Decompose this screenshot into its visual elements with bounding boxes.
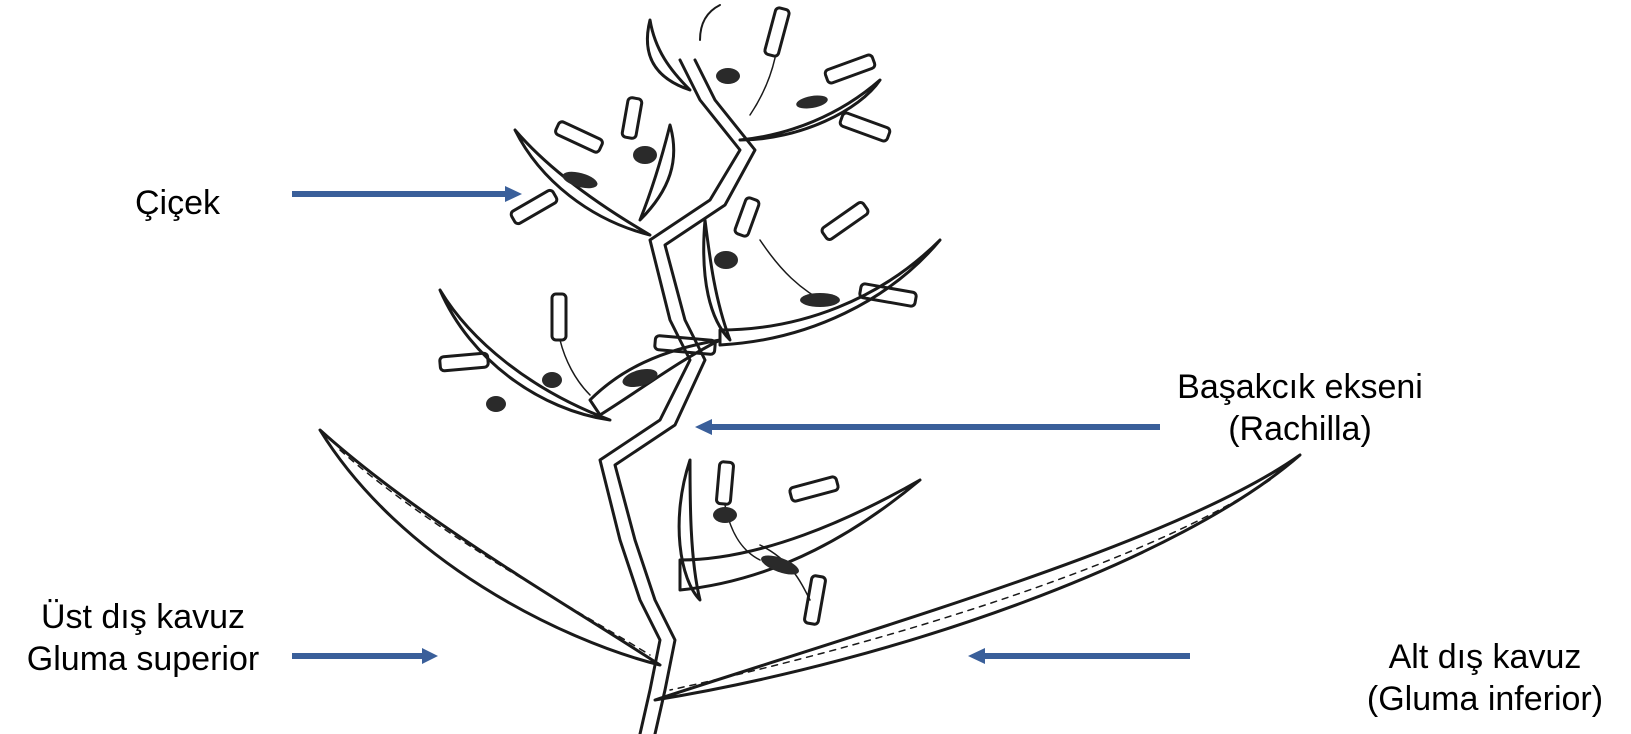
label-upper-glume: Üst dış kavuz Gluma superior [8,598,278,678]
arrow-right-icon [292,186,522,202]
label-lower-glume: Alt dış kavuz (Gluma inferior) [1350,638,1620,718]
label-rachilla-line1: Başakcık ekseni [1150,368,1450,406]
arrow-left-icon [968,648,1190,664]
label-lower-glume-line1: Alt dış kavuz [1350,638,1620,676]
label-rachilla: Başakcık ekseni (Rachilla) [1150,368,1450,448]
label-upper-glume-line1: Üst dış kavuz [8,598,278,636]
label-rachilla-line2: (Rachilla) [1150,410,1450,448]
label-flower: Çiçek [135,184,220,222]
arrow-left-icon [695,419,1160,435]
label-upper-glume-line2: Gluma superior [8,640,278,678]
arrow-right-icon [292,648,438,664]
label-lower-glume-line2: (Gluma inferior) [1350,680,1620,718]
